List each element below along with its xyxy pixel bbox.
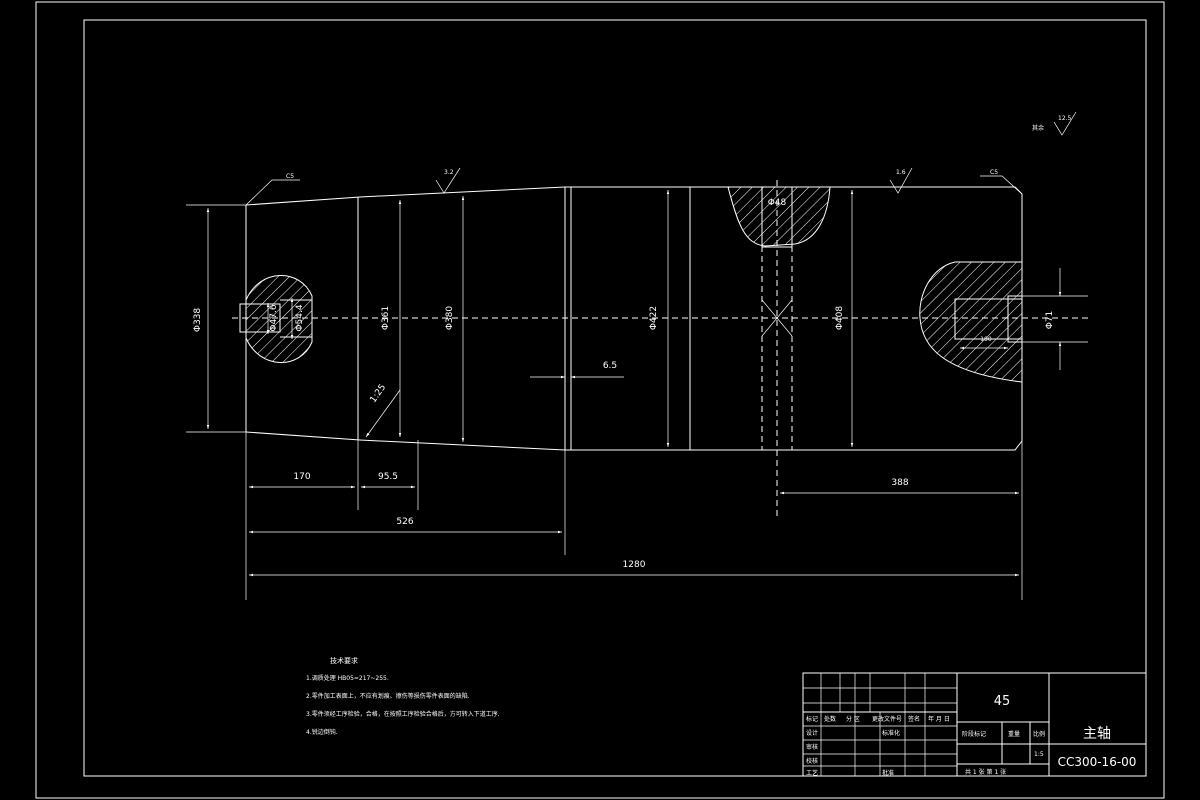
left-bore-section — [239, 275, 313, 363]
part-name: 主轴 — [1083, 726, 1111, 742]
col-label-1: 处数 — [824, 715, 836, 723]
diameter-dimensions: Φ338 Φ47.6 Φ54.4 Φ361 Φ380 Φ422 Φ408 Φ48… — [186, 190, 1088, 447]
shaft-outline — [245, 186, 1023, 451]
dim-d-left-outer: Φ338 — [193, 308, 203, 333]
outer-frame — [35, 1, 1165, 799]
stage-label: 阶段标记 — [962, 730, 986, 738]
cross-hole-section — [727, 180, 831, 520]
roughness-mark-2: 1.6 — [896, 169, 906, 176]
col-label-0: 标记 — [806, 715, 818, 723]
col-label-5: 年 月 日 — [928, 715, 950, 723]
chamfer-leaders: C5 C5 — [245, 169, 1023, 206]
chamfer-label-left: C5 — [286, 173, 294, 180]
length-dimensions: 170 95.5 526 1280 388 190 6.5 1:25 — [245, 336, 1023, 600]
dim-d-408: Φ408 — [835, 306, 845, 331]
chamfer-label-right: C5 — [990, 169, 998, 176]
dim-gap-6-5: 6.5 — [603, 361, 617, 371]
col-label-4: 签名 — [908, 715, 920, 723]
row-label-1: 审核 — [806, 743, 818, 751]
note-item-1: 1.调质处理 HB05=217~255. — [306, 675, 389, 682]
row-label-0: 设计 — [806, 729, 818, 737]
note-item-2: 2.零件加工表面上，不应有划痕、擦伤等损伤零件表面的缺陷. — [306, 693, 470, 700]
weight-label: 重量 — [1008, 730, 1020, 738]
roughness-symbols: 3.2 1.6 其余 12.5 — [435, 111, 1077, 194]
dim-len-526: 526 — [396, 517, 413, 527]
right-bore-section — [919, 261, 1023, 383]
dim-d-small-2: Φ54.4 — [295, 304, 305, 331]
dim-len-1280: 1280 — [623, 560, 646, 570]
roughness-mark-1: 3.2 — [444, 169, 454, 176]
roughness-symbol-1 — [435, 167, 461, 194]
row-label-4: 工艺 — [806, 769, 818, 777]
scale-label: 比例 — [1033, 730, 1045, 738]
row-label-2: 标准化 — [882, 729, 900, 737]
technical-notes: 技术要求 1.调质处理 HB05=217~255. 2.零件加工表面上，不应有划… — [306, 652, 566, 742]
notes-title: 技术要求 — [330, 657, 358, 665]
dim-len-170: 170 — [293, 472, 310, 482]
roughness-symbol-3 — [1053, 111, 1077, 136]
material: 45 — [994, 694, 1011, 709]
note-item-3: 3.零件须经工序检验，合格，在按照工序检验合格后，方可转入下道工序. — [306, 711, 500, 718]
inner-frame — [83, 19, 1147, 777]
dim-len-190: 190 — [980, 336, 992, 343]
sheet-info: 共 1 张 第 1 张 — [965, 768, 1006, 776]
roughness-value: 12.5 — [1058, 115, 1072, 122]
dim-taper: 1:25 — [368, 383, 388, 405]
row-label-5: 校核 — [806, 757, 818, 765]
roughness-label: 其余 — [1032, 124, 1044, 132]
dim-d-right-hole: Φ71 — [1045, 311, 1055, 330]
scale-value: 1:5 — [1034, 751, 1044, 758]
row-label-3: 批准 — [882, 769, 894, 777]
title-block: 标记 处数 分 区 更改文件号 签名 年 月 日 设计 审核 标准化 批准 工艺… — [802, 672, 1147, 777]
dim-len-95-5: 95.5 — [378, 472, 398, 482]
dim-len-388: 388 — [891, 478, 908, 488]
dim-d-cross: Φ48 — [768, 198, 787, 208]
col-label-3: 更改文件号 — [872, 715, 902, 723]
drawing-number: CC300-16-00 — [1058, 755, 1137, 769]
col-label-2: 分 区 — [846, 715, 860, 723]
note-item-4: 4.锐边倒钝. — [306, 729, 338, 736]
dim-d-422: Φ422 — [649, 306, 659, 330]
roughness-symbol-2 — [889, 167, 913, 194]
dim-d-361: Φ361 — [381, 306, 391, 330]
dim-d-small-1: Φ47.6 — [269, 304, 279, 331]
dim-d-380: Φ380 — [445, 306, 455, 331]
